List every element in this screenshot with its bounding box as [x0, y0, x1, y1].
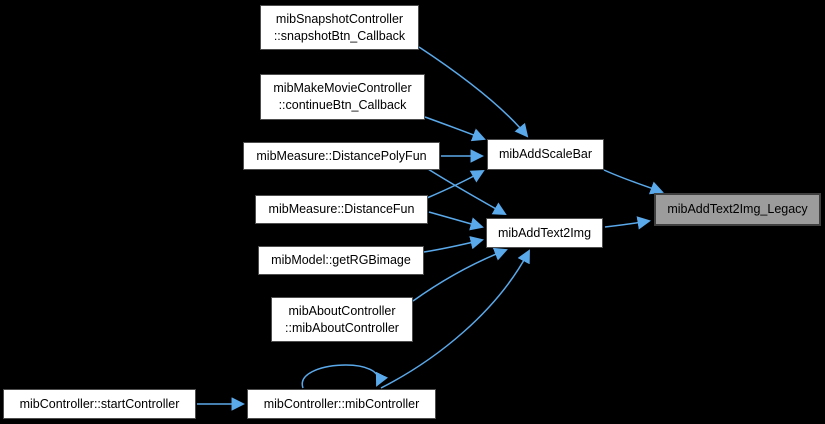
- edge-distancefun-to-addtext2img: [428, 211, 484, 231]
- node-label-line2: ::mibAboutController: [285, 320, 399, 335]
- edge-mibcontroller-self-loop: [301, 364, 389, 389]
- node-label-line1: mibMeasure::DistanceFun: [268, 202, 415, 216]
- node-mibmakemoviecontroller-continuebtn-callback[interactable]: mibMakeMovieController ::continueBtn_Cal…: [260, 74, 425, 120]
- node-label-line2: ::continueBtn_Callback: [278, 98, 407, 112]
- node-label-line1: mibMeasure::DistancePolyFun: [256, 148, 427, 163]
- node-label-line1: mibModel::getRGBimage: [271, 253, 411, 267]
- edge-getrgbimage-to-addtext2img: [423, 236, 484, 253]
- edge-snapshotbtn-to-addscalebar: [418, 46, 529, 138]
- node-label-line2: ::snapshotBtn_Callback: [273, 28, 406, 43]
- node-label-line1: mibAboutController: [288, 303, 396, 318]
- node-label-line1: mibMakeMovieController: [273, 81, 412, 95]
- node-mibmeasure-distancefun[interactable]: mibMeasure::DistanceFun: [255, 195, 428, 224]
- node-label-line1: mibAddText2Img_Legacy: [667, 202, 808, 216]
- edge-distancepolyfun-to-addtext2img: [427, 168, 507, 215]
- node-label-line1: mibAddText2Img: [497, 225, 592, 240]
- node-label-line1: mibController::mibController: [263, 396, 420, 411]
- node-label-line1: mibController::startController: [19, 396, 180, 411]
- edge-addscalebar-to-legacy: [603, 169, 664, 195]
- node-mibcontroller-startcontroller[interactable]: mibController::startController: [3, 389, 196, 419]
- node-mibaddtext2img[interactable]: mibAddText2Img: [486, 218, 603, 248]
- edge-addtext2img-to-legacy: [604, 216, 651, 230]
- node-mibaddtext2img-legacy-current: mibAddText2Img_Legacy: [654, 193, 821, 226]
- node-mibmodel-getrgbimage[interactable]: mibModel::getRGBimage: [258, 246, 424, 275]
- node-label-line1: mibAddScaleBar: [498, 147, 593, 161]
- node-mibaddscalebar[interactable]: mibAddScaleBar: [487, 139, 604, 170]
- edge-aboutcontroller-to-addtext2img: [412, 247, 508, 302]
- node-mibsnapshotcontroller-snapshotbtn-callback[interactable]: mibSnapshotController ::snapshotBtn_Call…: [260, 5, 419, 50]
- edge-distancefun-to-addscalebar: [426, 170, 485, 199]
- edge-continuebtn-to-addscalebar: [424, 116, 486, 142]
- node-mibaboutcontroller-mibaboutcontroller[interactable]: mibAboutController ::mibAboutController: [271, 297, 413, 342]
- node-label-line1: mibSnapshotController: [275, 11, 404, 26]
- node-mibcontroller-mibcontroller[interactable]: mibController::mibController: [247, 389, 436, 419]
- node-mibmeasure-distancepolyfun[interactable]: mibMeasure::DistancePolyFun: [243, 142, 440, 170]
